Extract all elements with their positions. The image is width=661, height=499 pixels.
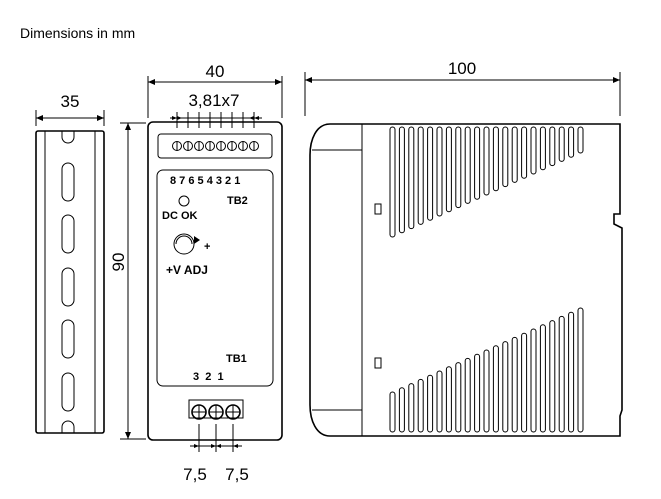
- dc-ok-led: [178, 195, 190, 207]
- tb2-pin-numbers: 8 7 6 5 4 3 2 1: [170, 175, 240, 187]
- height-label: 90: [109, 253, 128, 272]
- cooling-fin: [492, 126, 499, 192]
- terminal-pitch-dimension: 3,81x7: [170, 91, 262, 128]
- cooling-fin: [427, 126, 434, 221]
- terminal-pitch-label: 3,81x7: [188, 91, 239, 110]
- tb1-terminal-screws: [191, 404, 241, 420]
- cooling-fin: [417, 378, 424, 433]
- cooling-fin: [483, 126, 490, 196]
- cooling-fin: [502, 126, 509, 188]
- height-dimension: 90: [109, 122, 146, 440]
- cooling-fin: [521, 332, 528, 433]
- front-body: [147, 121, 283, 441]
- cooling-fin: [427, 374, 434, 433]
- tb1-label: TB1: [226, 353, 247, 365]
- bottom-cooling-fins: [389, 307, 584, 433]
- rail-width-label: 35: [61, 92, 80, 111]
- cooling-fin: [455, 126, 462, 209]
- cooling-fin: [577, 126, 584, 154]
- cooling-fin: [492, 345, 499, 433]
- cooling-fin: [417, 126, 424, 225]
- cooling-fin: [539, 126, 546, 171]
- cooling-fin: [530, 126, 537, 175]
- rail-width-dimension: 35: [35, 92, 105, 126]
- tb2-terminal-screws: [172, 141, 259, 151]
- units-note: Dimensions in mm: [20, 25, 135, 41]
- depth-label: 100: [448, 59, 476, 78]
- cooling-fin: [445, 126, 452, 213]
- cooling-fin: [398, 126, 405, 234]
- depth-dimension: 100: [304, 59, 621, 116]
- cooling-fin: [568, 311, 575, 433]
- cooling-fin: [474, 126, 481, 200]
- cooling-fin: [455, 362, 462, 433]
- top-cooling-fins: [389, 126, 584, 238]
- body-width-label: 40: [206, 62, 225, 81]
- cooling-fin: [549, 320, 556, 433]
- cooling-fin: [436, 126, 443, 217]
- cooling-fin: [464, 357, 471, 433]
- cooling-fin: [389, 391, 396, 433]
- cooling-fin: [408, 126, 415, 230]
- cooling-fin: [474, 353, 481, 433]
- dc-ok-label: DC OK: [162, 210, 198, 222]
- vadj-label: +V ADJ: [166, 263, 208, 277]
- cooling-fin: [398, 387, 405, 433]
- pitch-right-label: 7,5: [225, 465, 249, 484]
- cooling-fin: [511, 336, 518, 433]
- cooling-fin: [436, 370, 443, 433]
- tb2-label: TB2: [227, 195, 248, 207]
- cooling-fin: [389, 126, 396, 238]
- cooling-fin: [464, 126, 471, 204]
- cooling-fin: [549, 126, 556, 167]
- pitch-left-label: 7,5: [183, 465, 207, 484]
- cooling-fin: [539, 324, 546, 433]
- cooling-fin: [502, 341, 509, 433]
- bottom-pitch-dimension: 7,5 7,5: [183, 424, 249, 484]
- cooling-fin: [445, 366, 452, 433]
- body-width-dimension: 40: [147, 62, 283, 118]
- cooling-fin: [568, 126, 575, 158]
- side-view: [309, 123, 623, 437]
- cooling-fin: [558, 315, 565, 433]
- cooling-fin: [577, 307, 584, 433]
- cooling-fin: [511, 126, 518, 183]
- din-rail: [35, 130, 105, 434]
- cooling-fin: [408, 383, 415, 433]
- voltage-adjust-knob-icon: [173, 233, 200, 255]
- vadj-plus-sign: +: [204, 241, 210, 253]
- tb1-pin-numbers: 3 2 1: [193, 371, 224, 383]
- cooling-fin: [521, 126, 528, 179]
- cooling-fin: [558, 126, 565, 162]
- cooling-fin: [530, 328, 537, 433]
- cooling-fin: [483, 349, 490, 433]
